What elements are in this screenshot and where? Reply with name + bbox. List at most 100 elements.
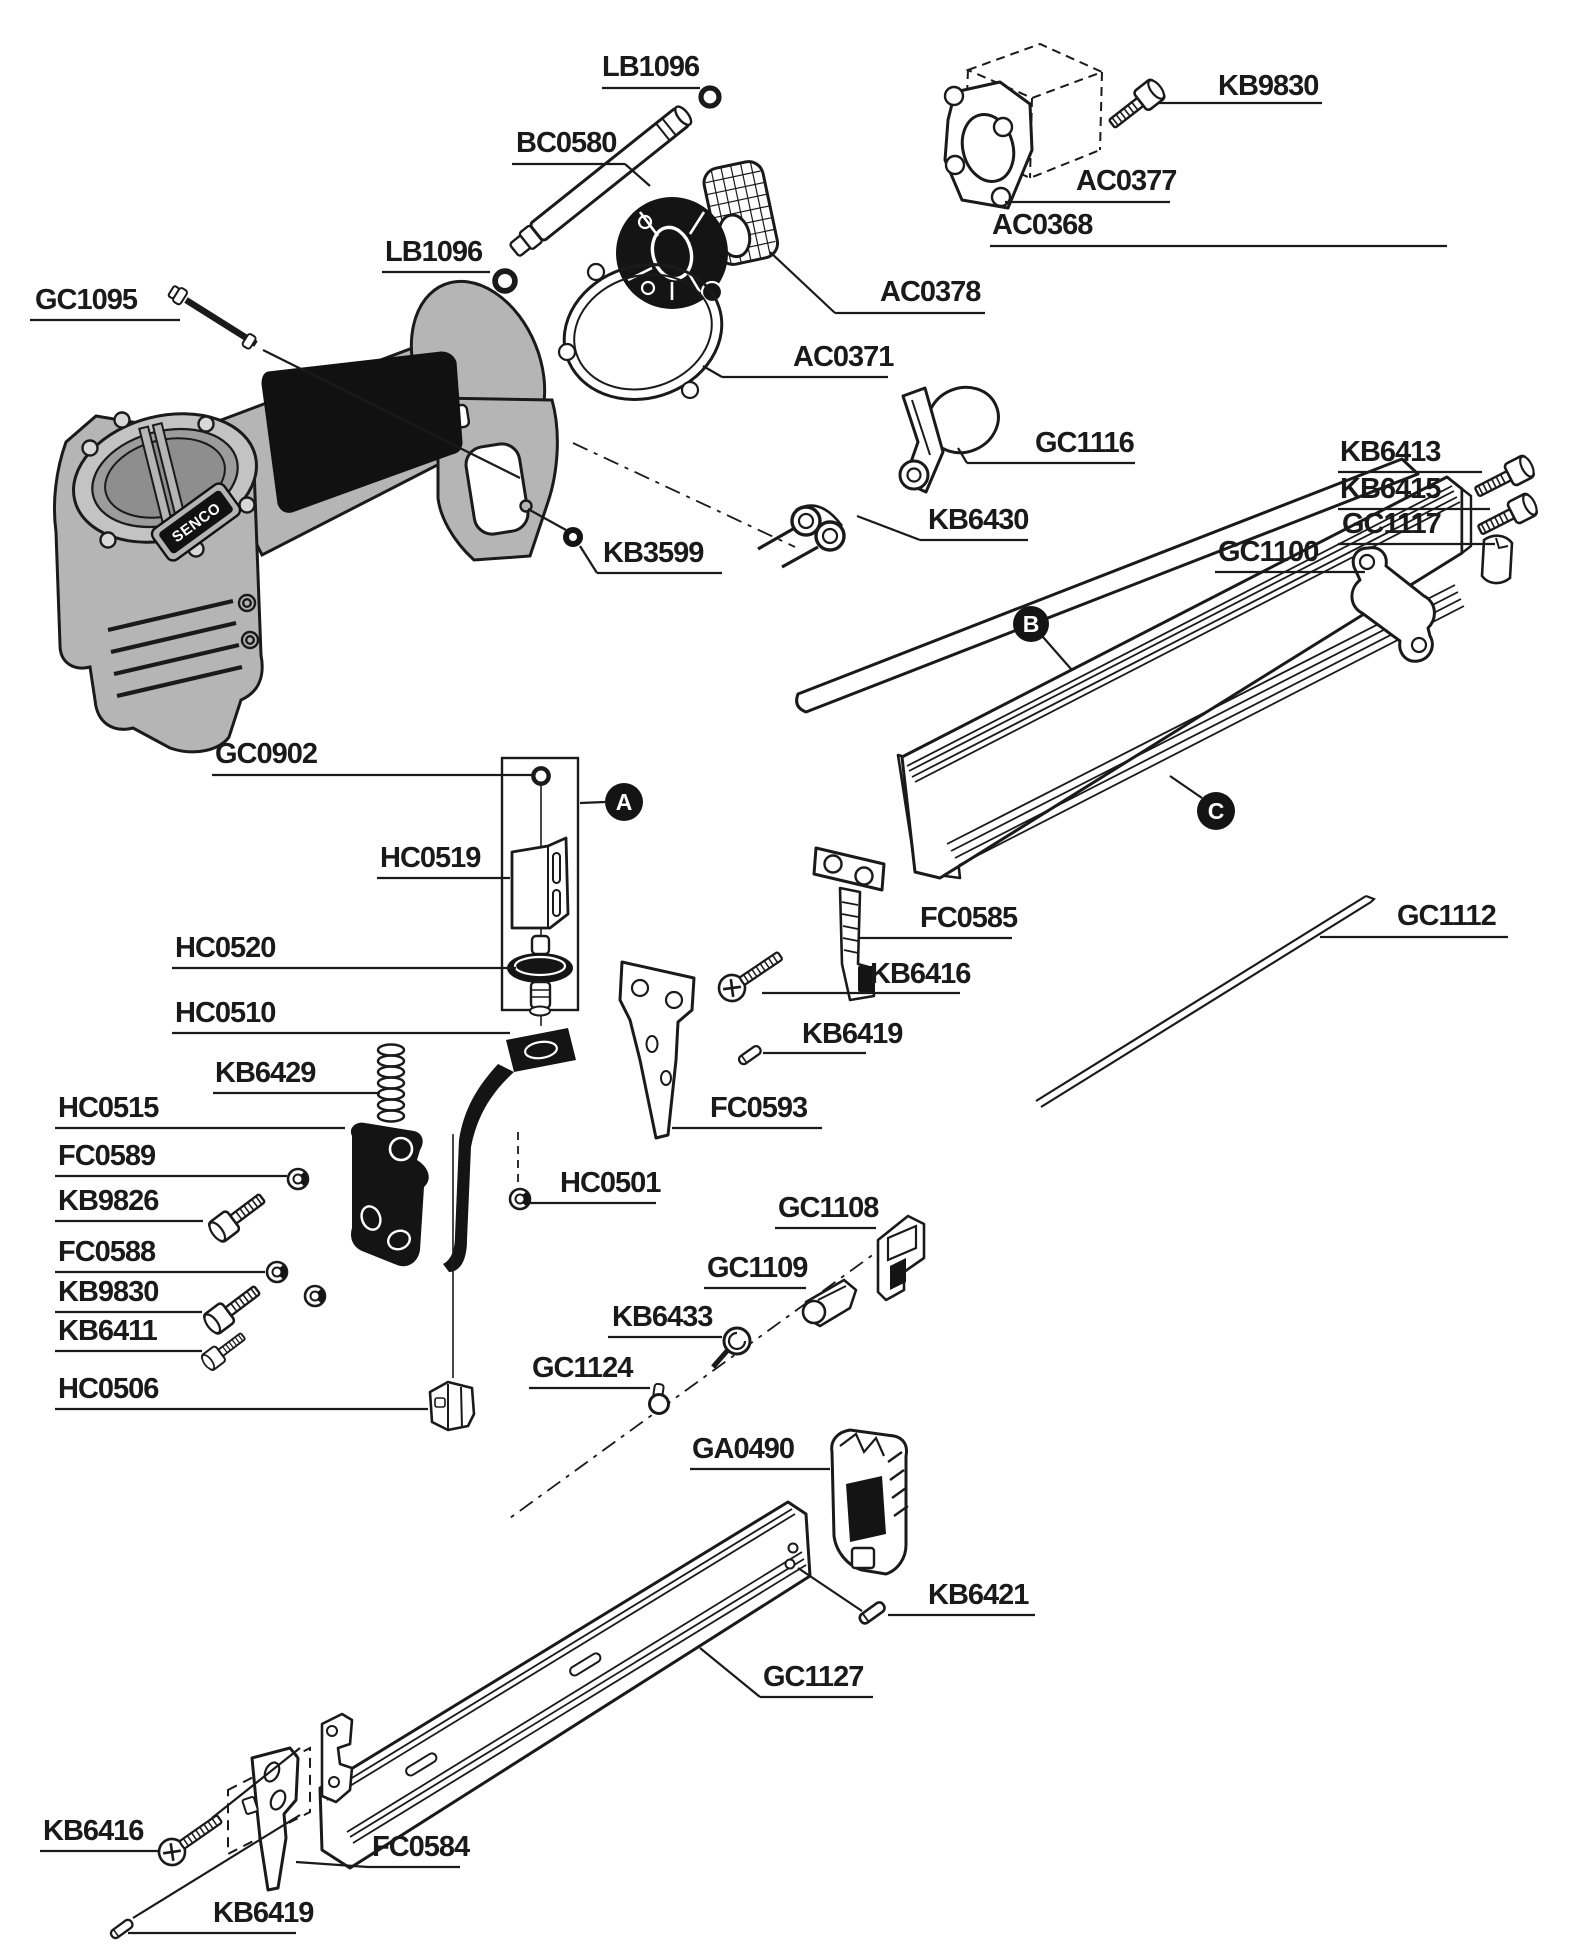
part-label-fc0585-41: FC0585 — [920, 902, 1018, 934]
part-label-fc0588-24: FC0588 — [58, 1236, 156, 1268]
kb9830-grommet-extra — [303, 1284, 327, 1308]
hc0501-grommet — [508, 1187, 532, 1211]
lb1096-oring-top — [701, 88, 719, 106]
leader-lines-layer — [30, 86, 1508, 1935]
part-labels-layer: LB1096BC0580KB9830AC0377AC0368AC0378AC03… — [35, 51, 1497, 1929]
kb6429-spring — [376, 1043, 406, 1123]
part-label-fc0589-22: FC0589 — [58, 1140, 156, 1172]
part-label-kb6416-42: KB6416 — [870, 958, 971, 990]
part-label-fc0593-40: FC0593 — [710, 1092, 808, 1124]
hc0515-plate — [350, 1122, 429, 1267]
vent-slats — [107, 598, 243, 699]
senco-logo: SENCO — [150, 482, 242, 562]
balloon-marker-b — [1013, 606, 1049, 642]
leader-line-kb6430-15 — [856, 514, 921, 542]
balloon-marker-c — [1197, 792, 1235, 830]
part-label-ac0371-6: AC0371 — [793, 341, 894, 373]
leader-line-gc1116-10 — [957, 447, 968, 464]
kb6430-torsion-spring — [757, 504, 846, 569]
leader-line-kb3599-9 — [527, 508, 567, 531]
gc1108-clip — [876, 1214, 926, 1302]
cylinder-bolt-holes — [81, 411, 256, 558]
marker-leader-c — [1169, 775, 1203, 799]
kb6411-screw — [198, 1327, 250, 1374]
part-label-bc0580-1: BC0580 — [516, 127, 616, 159]
part-label-kb6419-38: KB6419 — [213, 1897, 314, 1929]
balloon-marker-a — [605, 783, 643, 821]
hc0510-arm — [443, 1028, 576, 1272]
hc0519-bracket — [510, 836, 570, 930]
kb6419-pin-bottom — [108, 1917, 136, 1941]
part-label-kb6411-26: KB6411 — [58, 1315, 158, 1347]
ga0490-feeder-block — [830, 1428, 909, 1576]
part-label-ac0378-5: AC0378 — [880, 276, 981, 308]
part-label-lb1096-7: LB1096 — [385, 236, 483, 268]
gc1117-clip — [1480, 534, 1514, 585]
part-label-hc0501-28: HC0501 — [560, 1167, 661, 1199]
bc0580-tube-part — [509, 105, 693, 257]
kb6415-screw — [1473, 490, 1542, 542]
part-label-hc0515-21: HC0515 — [58, 1092, 159, 1124]
trigger-slot — [464, 442, 530, 536]
kb3599-bushing — [563, 527, 583, 547]
ac0371-gasket-ring — [557, 262, 724, 401]
kb9830-screw-top — [1103, 75, 1169, 135]
part-label-gc1116-10: GC1116 — [1035, 427, 1135, 459]
part-label-gc0902-16: GC0902 — [215, 738, 317, 770]
grip-sleeve — [261, 351, 463, 513]
skirt-ring-holes — [237, 593, 260, 650]
part-label-kb6430-15: KB6430 — [928, 504, 1028, 536]
tool-body: SENCO — [53, 279, 559, 754]
marker-leader-b — [1042, 636, 1072, 670]
part-label-gc1127-35: GC1127 — [763, 1661, 863, 1693]
alignment-dashed-box — [227, 1746, 311, 1856]
kb6433-coil-pin — [711, 1326, 752, 1369]
kb9826-screw — [204, 1187, 271, 1246]
gc1109-latch — [801, 1278, 858, 1328]
leader-line-bc0580-1 — [624, 163, 651, 187]
gc1100-bracket — [1350, 546, 1436, 663]
assembly-dash-line-upper — [572, 442, 796, 548]
part-label-kb6421-34: KB6421 — [928, 1579, 1029, 1611]
part-label-kb6416-36: KB6416 — [43, 1815, 144, 1847]
part-label-hc0510-19: HC0510 — [175, 997, 275, 1029]
gc1124-eyelet — [648, 1382, 670, 1415]
part-label-kb6413-11: KB6413 — [1340, 436, 1441, 468]
part-label-kb9830-25: KB9830 — [58, 1276, 158, 1308]
hc0506-bracket — [428, 1380, 476, 1432]
part-label-kb9830-2: KB9830 — [1218, 70, 1318, 102]
balloon-marker-letter-b: B — [1023, 611, 1040, 637]
part-label-ac0377-3: AC0377 — [1076, 165, 1176, 197]
leader-line-kb6416-36 — [211, 1747, 301, 1819]
ac0368-gasket — [943, 80, 1034, 210]
part-label-kb6429-20: KB6429 — [215, 1057, 316, 1089]
part-label-kb6433-31: KB6433 — [612, 1301, 713, 1333]
leader-line-gc1127-35 — [699, 1647, 761, 1698]
balloon-marker-letter-a: A — [616, 789, 633, 815]
part-label-hc0506-27: HC0506 — [58, 1373, 159, 1405]
part-label-gc1108-29: GC1108 — [778, 1192, 879, 1224]
marker-leader-a — [579, 800, 606, 805]
part-label-kb6419-39: KB6419 — [802, 1018, 903, 1050]
balloon-marker-letter-c: C — [1208, 798, 1225, 824]
lb1096-oring-left — [495, 271, 515, 291]
gc0902-oring — [533, 768, 548, 783]
part-label-gc1112-43: GC1112 — [1397, 900, 1496, 932]
gc1112-rod — [1035, 894, 1376, 1108]
magazine-cover-strip-b — [795, 457, 1420, 714]
kb6421-pin — [856, 1599, 888, 1627]
part-label-gc1117-13: GC1117 — [1342, 508, 1441, 540]
part-label-fc0584-37: FC0584 — [372, 1831, 470, 1863]
part-label-kb9826-23: KB9826 — [58, 1185, 159, 1217]
leader-line-kb3599-9 — [579, 545, 598, 574]
part-label-ac0368-4: AC0368 — [992, 209, 1093, 241]
part-label-gc1124-32: GC1124 — [532, 1352, 633, 1384]
part-label-hc0519-17: HC0519 — [380, 842, 481, 874]
leader-line-ac0371-6 — [702, 365, 723, 378]
kb6416-screw-bottom — [152, 1806, 229, 1872]
leader-line-gc1095-8 — [262, 349, 521, 479]
part-label-gc1109-30: GC1109 — [707, 1252, 808, 1284]
part-label-lb1096-0: LB1096 — [602, 51, 700, 83]
part-label-gc1100-14: GC1100 — [1218, 536, 1318, 568]
